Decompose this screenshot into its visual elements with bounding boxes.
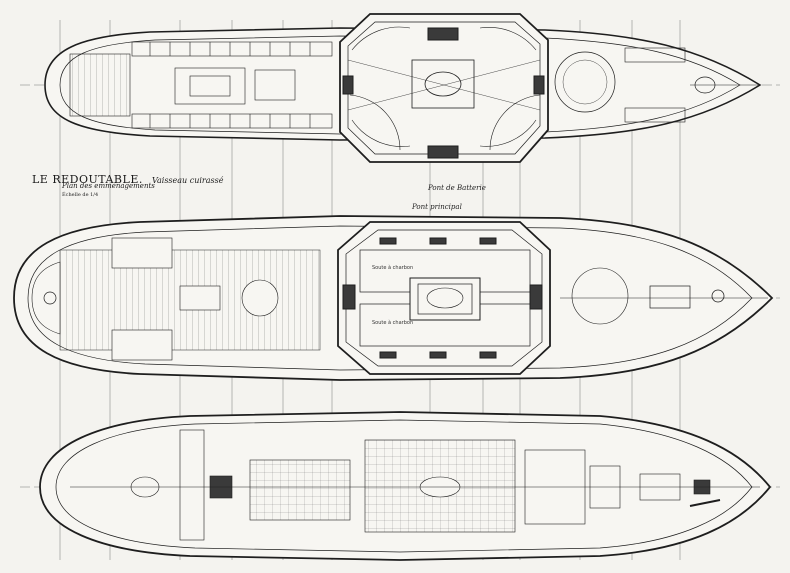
coal-bunker-starboard-label: Soute à charbon — [372, 320, 414, 326]
ship-type: Vaisseau cuirassé — [151, 176, 224, 185]
main-deck-plan — [13, 215, 774, 381]
lower-deck-plan — [39, 411, 772, 561]
battery-deck-plan — [44, 13, 762, 163]
ship-name: LE REDOUTABLE. — [32, 173, 143, 186]
coal-bunker-port-label: Soute à charbon — [372, 265, 414, 271]
drawing-subtitle: Plan des emménagements — [62, 182, 155, 190]
title-block: LE REDOUTABLE. Vaisseau cuirassé Plan de… — [32, 168, 224, 198]
drawing-scale: Échelle de 1/4 — [62, 192, 99, 198]
battery-deck-label: Pont de Batterie — [428, 184, 486, 192]
main-deck-label: Pont principal — [412, 203, 462, 211]
